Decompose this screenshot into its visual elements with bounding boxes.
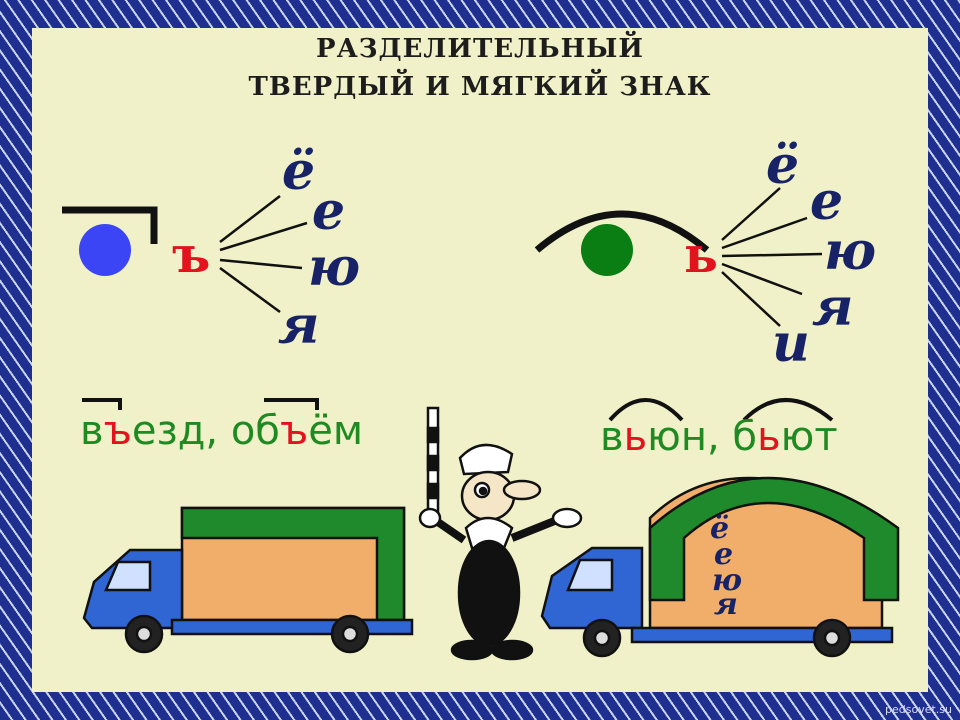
cargo-letter-e: е — [714, 537, 734, 572]
soft-sign-words: вьюн, бьют — [600, 414, 838, 460]
card: РАЗДЕЛИТЕЛЬНЫЙ ТВЕРДЫЙ И МЯГКИЙ ЗНАК — [32, 28, 928, 692]
illustration-layer — [62, 187, 900, 661]
soft-letter-ya: я — [812, 277, 854, 338]
hard-word-mark-1 — [82, 398, 122, 410]
hard-word-mark-2 — [264, 398, 319, 410]
soft-word2-sign: ь — [757, 414, 781, 460]
hard-word1-part1: в — [80, 408, 104, 454]
soft-sign-label: ь — [684, 225, 718, 284]
soft-word1-part2: юн, — [647, 414, 733, 460]
hard-word1-part2: езд, — [131, 408, 231, 454]
soft-letter-yo: ё — [766, 135, 800, 196]
hard-letter-yu: ю — [308, 237, 361, 298]
right-truck-icon — [540, 476, 900, 658]
hard-word2-part1: об — [230, 408, 280, 454]
cargo-letter-ya: я — [714, 587, 738, 622]
soft-word1-part1: в — [600, 414, 624, 460]
hard-sign-label: ъ — [172, 225, 211, 284]
hard-letter-yo: ё — [282, 141, 316, 202]
hard-bracket-icon — [62, 206, 158, 244]
soft-word-mark-1 — [608, 398, 684, 422]
cargo-letter-yo: ё — [710, 511, 730, 546]
soft-letter-yu: ю — [824, 221, 877, 282]
soft-letter-i: и — [772, 313, 810, 374]
soft-letter-e: е — [810, 171, 844, 232]
soft-arc-icon — [534, 210, 710, 253]
hard-word2-sign: ъ — [279, 408, 309, 454]
hard-letter-ya: я — [278, 295, 320, 356]
hard-circle-icon — [79, 224, 131, 276]
cargo-letter-yu: ю — [712, 563, 743, 598]
hard-word2-part2: ём — [308, 408, 364, 454]
watermark: pedsovet.su — [885, 703, 952, 716]
soft-circle-icon — [581, 224, 633, 276]
traffic-officer-icon — [418, 406, 583, 661]
soft-word1-sign: ь — [623, 414, 648, 460]
title-line-2: ТВЕРДЫЙ И МЯГКИЙ ЗНАК — [248, 72, 712, 102]
soft-word2-part1: б — [732, 414, 758, 460]
hard-word1-sign: ъ — [103, 408, 132, 454]
soft-lines — [721, 187, 823, 327]
soft-word-mark-2 — [742, 398, 834, 422]
title-line-1: РАЗДЕЛИТЕЛЬНЫЙ — [316, 34, 644, 64]
hard-sign-words: въезд, объём — [80, 408, 363, 454]
soft-word2-part2: ют — [780, 414, 838, 460]
hard-letter-e: е — [312, 181, 346, 242]
hard-lines — [219, 195, 308, 314]
left-truck-icon — [82, 506, 414, 654]
